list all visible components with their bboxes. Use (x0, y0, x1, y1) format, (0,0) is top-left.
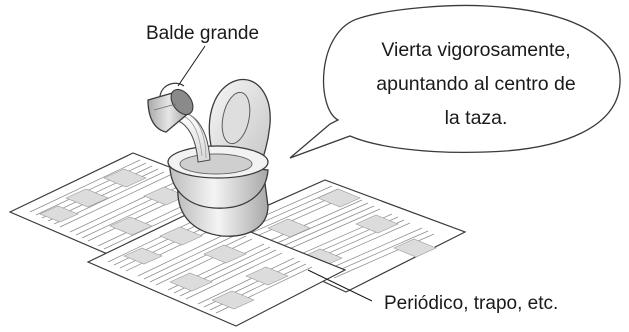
water-stream (175, 111, 211, 163)
bubble-line-2: apuntando al centro de (376, 73, 576, 95)
newspaper-callout: Periódico, trapo, etc. (307, 269, 558, 314)
newspaper-sheet-front (86, 209, 347, 327)
bubble-line-1: Vierta vigorosamente, (381, 39, 570, 61)
speech-bubble: Vierta vigorosamente, apuntando al centr… (289, 4, 621, 159)
toilet (167, 78, 271, 237)
newspaper-leader-line (307, 269, 373, 302)
bubble-line-3: la taza. (445, 107, 508, 129)
bucket-label: Balde grande (146, 23, 259, 44)
bucket-callout: Balde grande (146, 23, 259, 87)
bucket-leader-line (177, 45, 206, 87)
newspaper-label: Periódico, trapo, etc. (384, 293, 558, 314)
bucket (147, 82, 194, 133)
